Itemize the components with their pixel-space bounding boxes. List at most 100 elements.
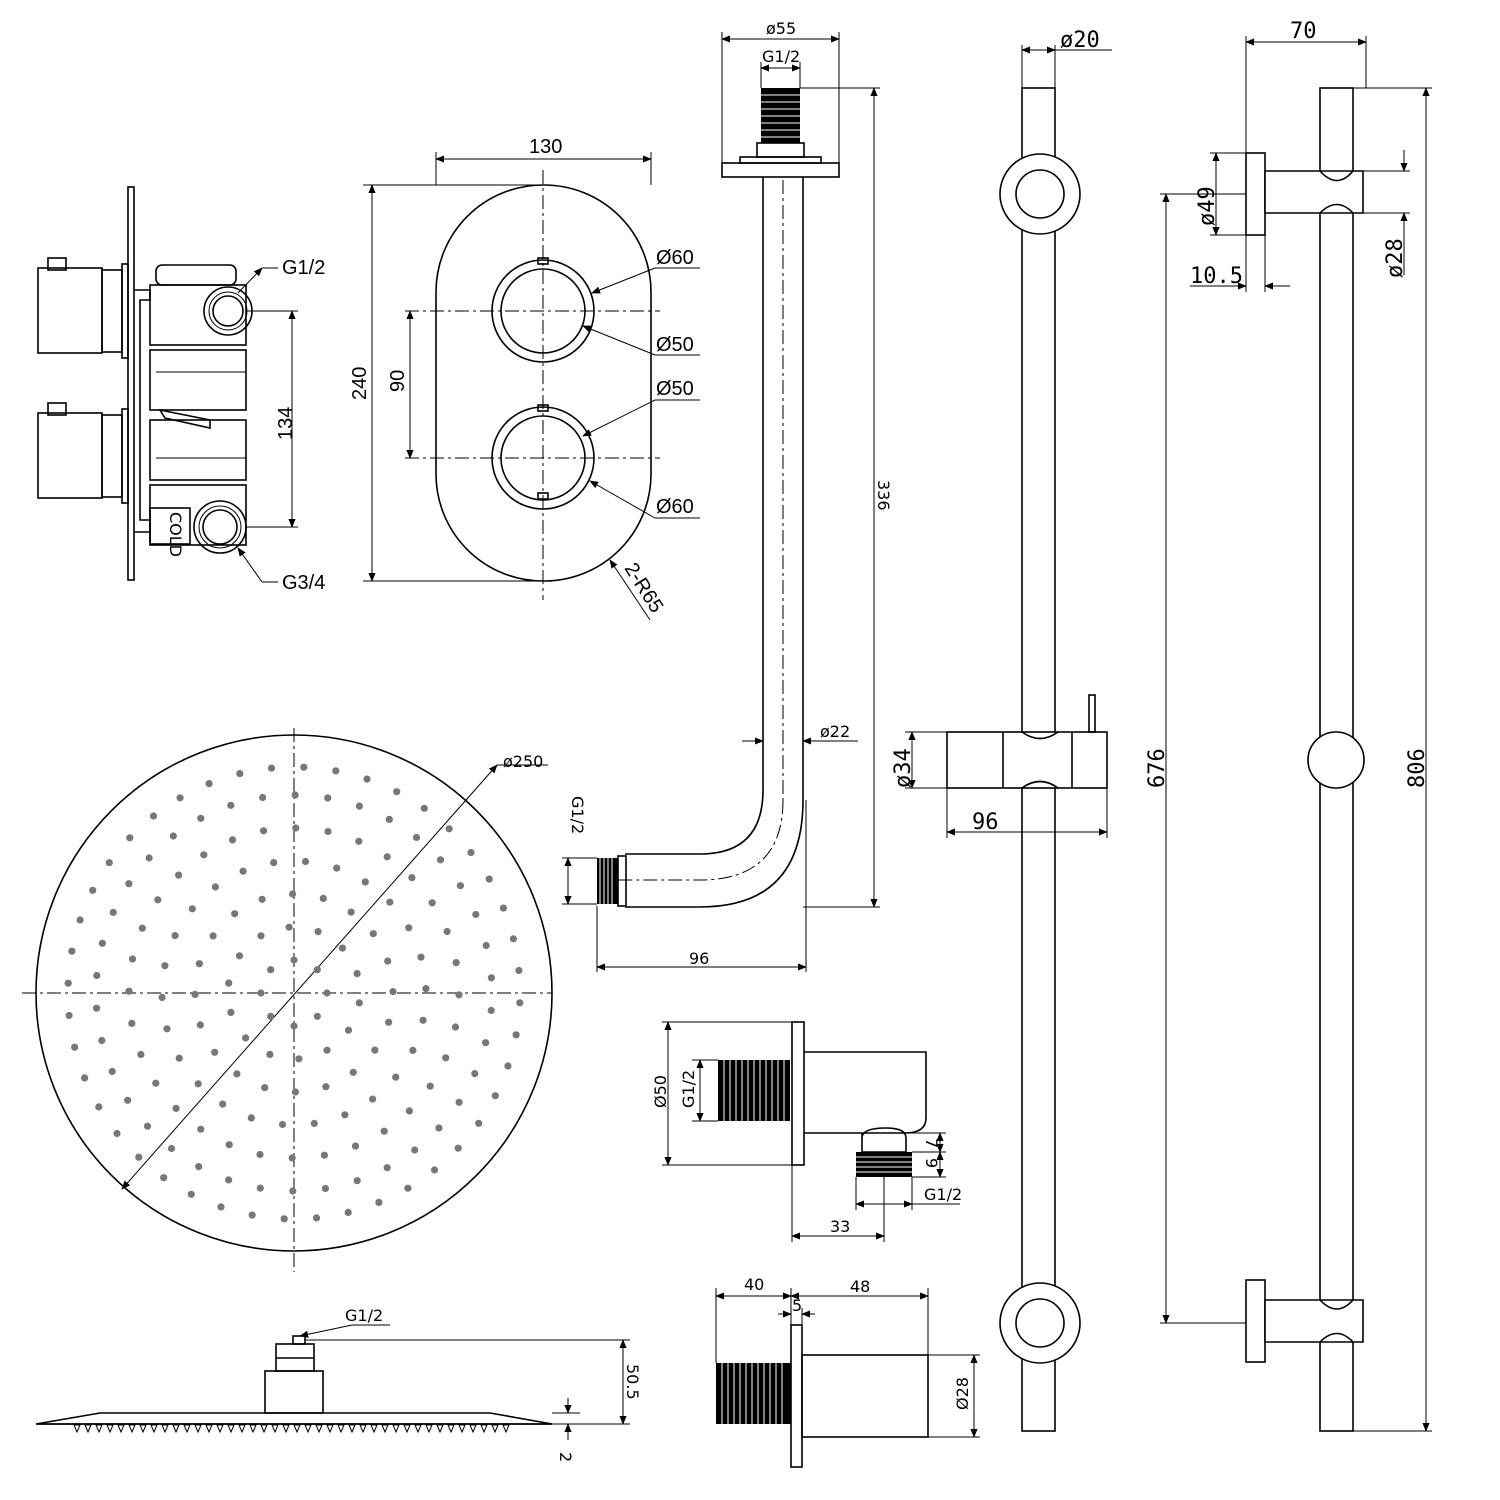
nozzle-dot (355, 999, 363, 1007)
handle-top-outer-label: Ø60 (656, 247, 694, 269)
nozzle-dot (239, 867, 247, 875)
nozzle-dot (319, 894, 327, 903)
handle-bottom-outer-label: Ø60 (656, 496, 694, 518)
side-nozzle (194, 1424, 202, 1434)
nozzle-dot (247, 1114, 255, 1122)
nozzle-dot (228, 836, 237, 844)
nozzle-dot (443, 927, 451, 936)
nozzle-dot (211, 883, 219, 891)
connector-body-len-label: 48 (850, 1277, 870, 1296)
side-nozzle (117, 1424, 125, 1434)
nozzle-dot (436, 856, 445, 864)
holder-diameter-label: ø34 (891, 748, 916, 788)
nozzle-dot (369, 930, 377, 938)
nozzle-dot (455, 1098, 463, 1106)
nozzle-dot (143, 1122, 152, 1130)
side-nozzle (414, 1424, 422, 1434)
nozzle-dot (163, 1025, 171, 1033)
nozzle-dot (454, 1144, 462, 1152)
handle-top-inner-label: Ø50 (656, 334, 694, 356)
nozzle-dot (125, 880, 133, 888)
arm-top-thread-label: G1/2 (762, 47, 800, 66)
side-nozzle (304, 1424, 312, 1434)
holder-projection-label: 96 (972, 810, 999, 835)
nozzle-dot (188, 905, 196, 913)
valve-side-view: COLD G1/2 G3/4 134 (37, 186, 325, 594)
side-nozzle (436, 1424, 444, 1434)
nozzle-dot (487, 974, 495, 982)
nozzle-dot (300, 763, 308, 771)
nozzle-dot (485, 875, 493, 883)
nozzle-dot (349, 1068, 357, 1076)
arm-projection-label: 96 (689, 949, 709, 968)
side-nozzle (139, 1424, 147, 1434)
nozzle-dot (233, 1070, 241, 1078)
shower-head-side-view: G1/2 50.5 2 (35, 1306, 642, 1462)
nozzle-dot (487, 1006, 495, 1015)
nozzle-dot (211, 1048, 219, 1056)
arm-flange-label: ø55 (766, 19, 796, 38)
side-nozzle (480, 1424, 488, 1434)
nozzle-dot (385, 1018, 393, 1026)
nozzle-dot (266, 1050, 274, 1058)
nozzle-dot (409, 1046, 417, 1054)
nozzle-dot (386, 898, 394, 906)
nozzle-dot (404, 1184, 412, 1192)
nozzle-dot (405, 1107, 413, 1115)
nozzle-dot (71, 1043, 79, 1051)
nozzle-dot (235, 952, 244, 960)
nozzle-dot (197, 814, 205, 822)
nozzle-dot (491, 1092, 499, 1100)
nozzle-dot (355, 802, 363, 810)
nozzle-dot (482, 941, 490, 950)
nozzle-dot (411, 1146, 419, 1154)
nozzle-dot (219, 1100, 227, 1108)
faceplate-centers-label: 90 (387, 370, 409, 392)
nozzle-dot (417, 953, 425, 961)
side-nozzle (216, 1424, 224, 1434)
nozzle-dot (194, 1080, 202, 1088)
side-nozzle (161, 1424, 169, 1434)
nozzle-dot (290, 956, 298, 964)
nozzle-dot (471, 1070, 479, 1078)
nozzle-dot (260, 827, 268, 835)
nozzle-dot (314, 928, 322, 936)
nozzle-dot (248, 1211, 256, 1219)
side-nozzle (205, 1424, 213, 1434)
nozzle-dot (257, 932, 265, 940)
side-nozzle (315, 1424, 323, 1434)
nozzle-dot (408, 874, 416, 882)
nozzle-dot (280, 1215, 288, 1223)
nozzle-dot (68, 947, 76, 955)
nozzle-dot (109, 908, 117, 917)
nozzle-dot (93, 971, 101, 980)
nozzle-dot (351, 1142, 360, 1150)
rail-diameter-label: ø20 (1060, 28, 1100, 53)
nozzle-dot (289, 890, 297, 898)
nozzle-dot (344, 1026, 353, 1034)
faceplate-radius-label: 2-R65 (620, 559, 668, 617)
bracket-diameter-label: ø49 (1195, 186, 1220, 226)
nozzle-dot (124, 1096, 132, 1104)
nozzle-dot (113, 1129, 121, 1138)
side-nozzle (502, 1424, 510, 1434)
nozzle-dot (515, 966, 523, 975)
nozzle-dot (256, 1184, 264, 1192)
nozzle-dot (98, 939, 106, 947)
nozzle-dot (504, 1062, 512, 1070)
nozzle-dot (435, 1124, 443, 1132)
nozzle-dot (257, 989, 265, 997)
nozzle-dot (187, 1190, 195, 1198)
side-nozzle (128, 1424, 136, 1434)
slide-rail-side-view: 70 ø49 10.5 ø28 676 806 (1145, 19, 1432, 1432)
nozzle-dot (145, 854, 153, 862)
outlet-inlet-label: G1/2 (679, 1070, 698, 1108)
nozzle-dot (81, 1074, 89, 1082)
nozzle-dot (242, 1034, 250, 1042)
nozzle-dot (152, 1079, 160, 1087)
nozzle-dot (322, 1083, 330, 1091)
side-nozzle (249, 1424, 257, 1434)
nozzle-dot (209, 932, 217, 940)
nozzle-dot (126, 834, 134, 842)
side-nozzle (227, 1424, 235, 1434)
